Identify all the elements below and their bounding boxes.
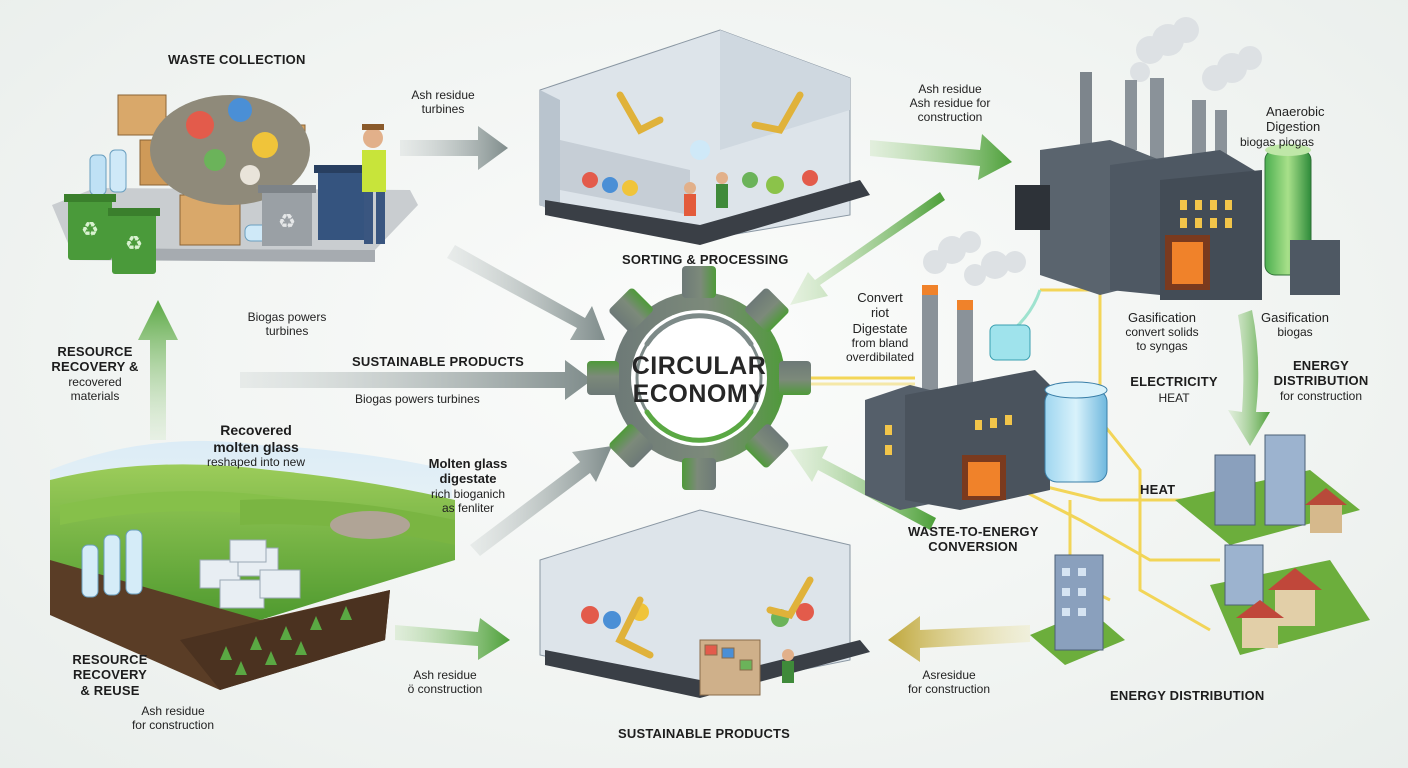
label-line: biogas piogas <box>1240 134 1315 149</box>
circular-economy-gear <box>587 266 811 490</box>
arrow-factory-to-center <box>790 192 945 305</box>
label-ash-residue-turbines: Ash residue turbines <box>402 88 484 116</box>
label-line: RESOURCE <box>57 344 133 359</box>
waste-to-energy-plant-illustration <box>865 231 1108 510</box>
arrow-collection-to-sorting <box>400 126 508 170</box>
label-line: WASTE-TO-ENERGY <box>908 524 1039 539</box>
label-anaerobic-digestion: Anaerobic Digestion biogas piogas <box>1240 104 1325 149</box>
waste-collection-illustration: ♻ ♻ ♻ <box>52 94 418 274</box>
label-line: as fenliter <box>441 500 495 515</box>
label-line: for construction <box>1279 388 1363 403</box>
label-line: for construction <box>131 718 215 733</box>
label-line: Digestion <box>1266 119 1321 135</box>
label-line: Ash residue <box>141 704 205 718</box>
svg-text:♻: ♻ <box>278 209 296 233</box>
arrow-sorting-to-factory <box>870 134 1012 180</box>
label-line: RESOURCE <box>72 652 148 667</box>
label-line: Convert <box>857 290 903 305</box>
arrow-farm-to-products <box>395 618 510 660</box>
label-line: for construction <box>907 682 991 697</box>
arrow-recovery-up <box>138 300 178 440</box>
arrow-products-to-center <box>240 360 592 400</box>
label-gasification-syngas: Gasification convert solids to syngas <box>1112 310 1212 354</box>
factory-illustration <box>1015 17 1340 300</box>
label-sustainable-products-bottom: SUSTAINABLE PRODUCTS <box>618 726 791 741</box>
label-line: Biogas powers <box>247 310 327 324</box>
label-energy-distribution-bottom: ENERGY DISTRIBUTION <box>1110 688 1265 703</box>
label-line: RECOVERY & <box>51 359 139 375</box>
label-line: Recovered <box>220 422 292 438</box>
label-biogas-powers: Biogas powers turbines <box>232 310 342 338</box>
label-line: ö construction <box>407 682 483 697</box>
label-line: Ash residue <box>918 82 982 96</box>
label-line: to syngas <box>1136 339 1188 354</box>
arrow-collection-to-center <box>447 245 605 340</box>
label-line: materials <box>70 388 120 403</box>
sorting-facility-illustration <box>539 29 870 245</box>
flow-arrows <box>138 126 1270 662</box>
label-line: rich bioganich <box>430 486 506 501</box>
farm-resource-recovery-illustration <box>50 440 455 690</box>
label-line: Anaerobic <box>1266 104 1325 119</box>
label-line: Ash residue for <box>909 96 991 111</box>
label-ash-bottom-middle: Ash residue ö construction <box>400 668 490 696</box>
label-convert-digestate: Convert riot Digestate from bland overdi… <box>832 290 928 364</box>
label-line: DISTRIBUTION <box>1273 373 1369 389</box>
arrow-farm-to-center <box>470 446 612 556</box>
label-line: riot <box>870 305 890 321</box>
label-gasification-biogas: Gasification biogas <box>1250 310 1340 339</box>
label-line: construction <box>917 110 983 125</box>
label-asresidue-construction: Asresidue for construction <box>896 668 1002 696</box>
label-line: Gasification <box>1128 310 1196 325</box>
label-line: Asresidue <box>922 668 976 682</box>
arrow-energy-to-products <box>888 616 1030 662</box>
label-electricity-heat: ELECTRICITY HEAT <box>1124 374 1224 405</box>
label-molten-glass-digestate: Molten glass digestate rich bioganich as… <box>418 456 518 515</box>
label-ash-construction-left: Ash residue for construction <box>118 704 228 732</box>
label-line: from bland <box>851 335 909 350</box>
label-line: & REUSE <box>80 682 140 698</box>
label-line: overdibilated <box>845 350 915 365</box>
label-line: reshaped into new <box>206 455 306 470</box>
title-line-1: CIRCULAR <box>631 352 767 380</box>
label-line: Gasification <box>1261 310 1329 325</box>
label-line: ELECTRICITY <box>1130 374 1218 389</box>
title-line-2: ECONOMY <box>632 380 766 408</box>
label-line: convert solids <box>1125 325 1199 340</box>
label-resource-recovery-reuse: RESOURCE RECOVERY & REUSE <box>60 652 160 698</box>
label-line: RECOVERY <box>72 667 148 683</box>
label-ash-residue-construction-top: Ash residue Ash residue for construction <box>880 82 1020 124</box>
label-line: CONVERSION <box>928 539 1018 555</box>
label-resource-recovery-top: RESOURCE RECOVERY & recovered materials <box>40 344 150 403</box>
label-line: molten glass <box>213 438 299 455</box>
label-biogas-powers-turbines: Biogas powers turbines <box>355 392 480 406</box>
svg-text:♻: ♻ <box>81 217 99 241</box>
label-line: HEAT <box>1158 391 1190 406</box>
label-line: digestate <box>439 471 497 487</box>
circular-economy-title: CIRCULAR ECONOMY <box>606 352 792 408</box>
label-line: biogas <box>1277 325 1313 340</box>
label-recovered-glass: Recovered molten glass reshaped into new <box>186 422 326 469</box>
label-energy-distribution-right: ENERGY DISTRIBUTION for construction <box>1266 358 1376 403</box>
label-line: Ash residue <box>413 668 477 682</box>
city-energy-distribution-illustration <box>1030 434 1370 665</box>
label-line: recovered <box>68 374 122 389</box>
label-sustainable-products-top: SUSTAINABLE PRODUCTS <box>352 354 525 369</box>
label-line: Ash residue <box>411 88 475 102</box>
label-line: turbines <box>265 324 309 339</box>
label-line: turbines <box>421 102 465 117</box>
label-line: Molten glass <box>428 456 508 471</box>
svg-text:♻: ♻ <box>125 231 143 255</box>
products-facility-illustration <box>539 509 870 698</box>
label-line: Digestate <box>852 320 908 336</box>
label-waste-to-energy: WASTE-TO-ENERGY CONVERSION <box>908 524 1038 555</box>
arrow-factory-to-houses <box>1228 310 1270 446</box>
label-heat: HEAT <box>1140 482 1176 497</box>
label-sorting-processing: SORTING & PROCESSING <box>622 252 789 267</box>
label-line: ENERGY <box>1292 358 1350 373</box>
label-waste-collection: WASTE COLLECTION <box>168 52 306 67</box>
